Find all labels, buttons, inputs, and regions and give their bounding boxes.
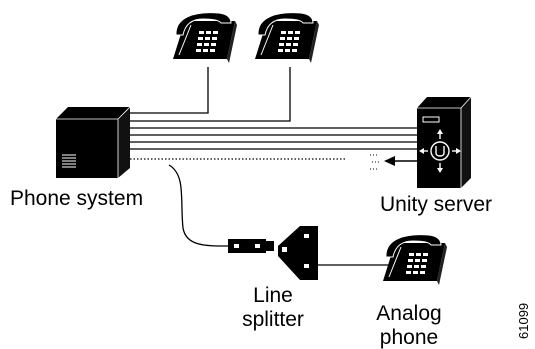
phone-system-label: Phone system: [10, 187, 143, 210]
figure-number: 61099: [516, 303, 531, 339]
phone1-line: [130, 67, 209, 114]
splitter-curve: [168, 164, 229, 247]
connection-lines: [130, 67, 417, 266]
phone2-line: [130, 67, 291, 122]
line-splitter-label-line1: Line: [253, 284, 293, 307]
line-splitter-icon: [228, 226, 318, 280]
desk-phone-icon: [173, 12, 237, 63]
arrow-icon: [370, 154, 418, 170]
unity-server-icon: [417, 96, 472, 188]
phone-system-icon: [56, 106, 131, 178]
desk-phone-icon: [255, 12, 319, 63]
analog-phone-label-line1: Analog: [376, 302, 441, 325]
desk-phone-icon: [383, 234, 447, 285]
analog-phone-label-line2: phone: [380, 326, 438, 349]
unity-server-label: Unity server: [380, 193, 492, 216]
line-splitter-label-line2: splitter: [242, 308, 304, 331]
